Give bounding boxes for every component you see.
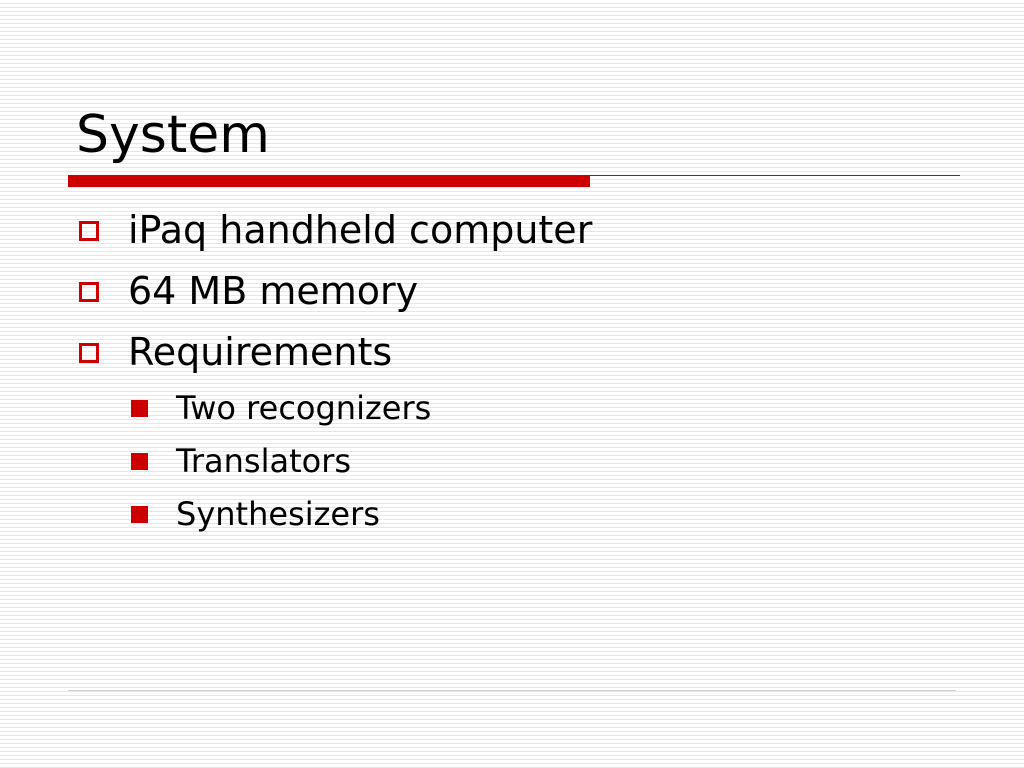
footer-divider: [68, 690, 956, 691]
sub-bullet-text: Translators: [176, 442, 352, 480]
sub-bullet-text: Two recognizers: [176, 389, 432, 427]
title-underline-thick: [68, 175, 590, 187]
bullet-text: 64 MB memory: [128, 269, 419, 313]
title-underline-thin: [590, 175, 960, 176]
slide-title: System: [76, 105, 270, 165]
filled-square-icon: [131, 506, 148, 523]
hollow-square-icon: [79, 343, 99, 363]
hollow-square-icon: [79, 282, 99, 302]
hollow-square-icon: [79, 221, 99, 241]
filled-square-icon: [131, 400, 148, 417]
bullet-text: iPaq handheld computer: [128, 208, 593, 252]
filled-square-icon: [131, 453, 148, 470]
sub-bullet-text: Synthesizers: [176, 495, 380, 533]
bullet-text: Requirements: [128, 330, 393, 374]
